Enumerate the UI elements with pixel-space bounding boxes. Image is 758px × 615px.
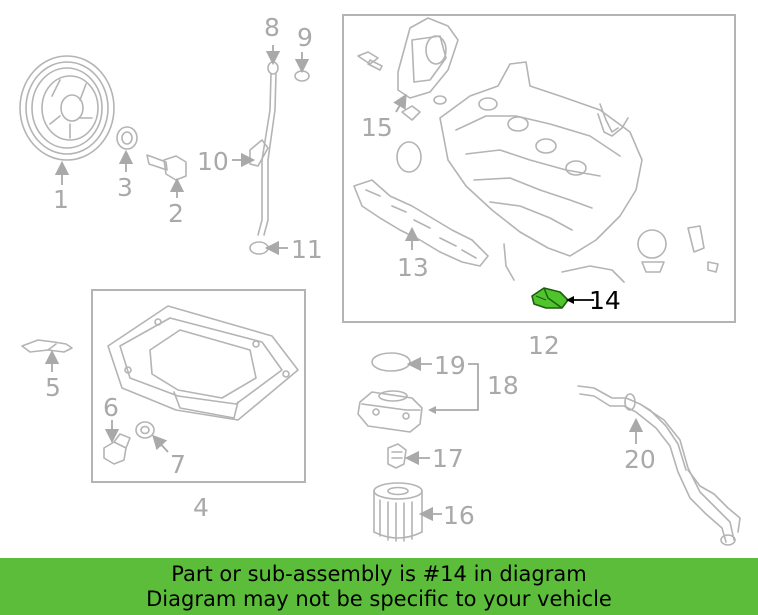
dipstick-o-ring[interactable] (294, 70, 310, 82)
drain-plug[interactable] (103, 433, 131, 465)
label-16: 16 (443, 501, 475, 530)
pcv-valve[interactable] (637, 229, 667, 273)
oil-filter[interactable] (373, 482, 423, 542)
crankshaft-pulley[interactable] (19, 55, 115, 161)
oil-cooler-o-ring[interactable] (371, 352, 411, 372)
oil-pan[interactable] (107, 305, 299, 421)
manifold-bolt[interactable] (357, 51, 383, 71)
label-14: 14 (589, 286, 621, 315)
label-12: 12 (528, 331, 560, 360)
label-17: 17 (432, 444, 464, 473)
label-9: 9 (297, 23, 313, 52)
breather-hose[interactable] (503, 243, 515, 281)
info-banner: Part or sub-assembly is #14 in diagram D… (0, 558, 758, 615)
coolant-pipe[interactable] (577, 385, 741, 546)
label-3: 3 (117, 173, 133, 202)
label-7: 7 (170, 450, 186, 479)
oil-cooler-fitting[interactable] (387, 443, 407, 469)
parts-diagram: 1 3 2 8 9 10 11 12 (19, 13, 741, 546)
pcv-hose[interactable] (561, 265, 625, 283)
label-20: 20 (624, 445, 656, 474)
banner-line-1: Part or sub-assembly is #14 in diagram (171, 561, 587, 586)
oil-pan-bracket[interactable] (21, 339, 73, 353)
throttle-gasket[interactable] (396, 141, 422, 173)
label-10: 10 (197, 147, 229, 176)
label-5: 5 (45, 373, 61, 402)
label-19: 19 (434, 351, 466, 380)
label-13: 13 (397, 253, 429, 282)
intake-manifold-gasket[interactable] (353, 179, 489, 267)
label-11: 11 (291, 235, 323, 264)
bracket-clip[interactable] (687, 225, 705, 253)
banner-line-2: Diagram may not be specific to your vehi… (146, 586, 612, 611)
washer[interactable] (116, 126, 138, 150)
arrow-14 (566, 296, 574, 304)
intake-manifold[interactable] (439, 61, 643, 257)
vacuum-hose[interactable] (597, 113, 629, 137)
label-6: 6 (103, 393, 119, 422)
dipstick-tube[interactable] (249, 139, 269, 167)
tube-o-ring[interactable] (249, 241, 269, 255)
part-14-sensor-highlighted[interactable] (531, 287, 569, 309)
label-18: 18 (487, 371, 519, 400)
crank-bolt[interactable] (146, 154, 187, 181)
oil-pan-group-box (91, 289, 306, 483)
oil-cooler[interactable] (357, 390, 423, 433)
label-15: 15 (361, 113, 393, 142)
label-2: 2 (168, 199, 184, 228)
drain-plug-gasket[interactable] (135, 421, 155, 439)
label-1: 1 (53, 185, 69, 214)
throttle-body-bracket[interactable] (397, 17, 459, 121)
intake-manifold-group-box (342, 14, 736, 323)
label-4: 4 (193, 493, 209, 522)
label-8: 8 (264, 13, 280, 42)
small-bolt[interactable] (707, 261, 719, 273)
